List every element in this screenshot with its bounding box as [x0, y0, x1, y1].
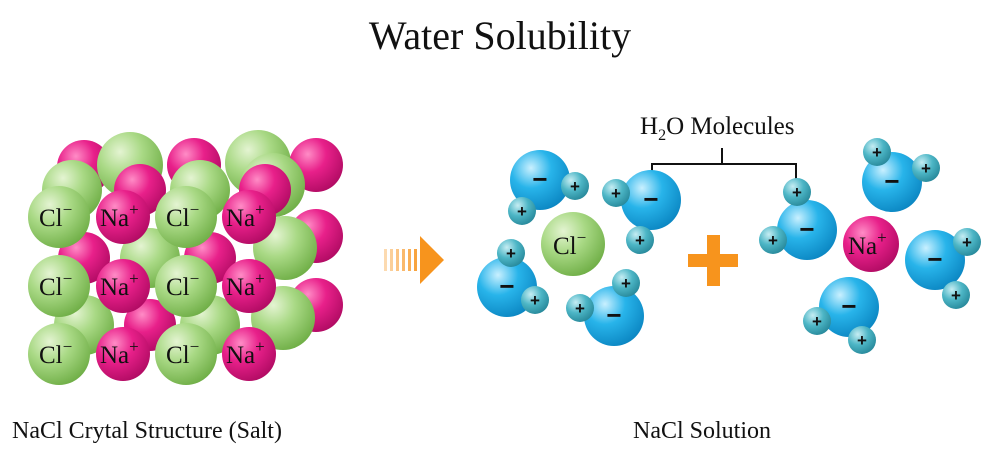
water-molecule: −++	[905, 228, 981, 309]
positive-charge-label: +	[768, 231, 778, 250]
chloride-ion	[155, 323, 217, 385]
hydrogen-atom	[497, 239, 525, 267]
negative-charge-label: −	[606, 300, 621, 330]
positive-charge-label: +	[635, 231, 645, 250]
sodium-ion	[843, 216, 899, 272]
positive-charge-label: +	[857, 331, 867, 350]
hydrogen-atom	[783, 178, 811, 206]
sodium-ion	[96, 190, 150, 244]
chloride-label: Cl−	[166, 200, 199, 232]
oxygen-atom	[905, 230, 965, 290]
water-molecule: −+ +	[803, 277, 879, 354]
hydrogen-atom	[508, 197, 536, 225]
sodium-label: Na+	[100, 200, 139, 232]
h2o-bracket	[651, 163, 797, 180]
positive-charge-label: +	[575, 299, 585, 318]
hydrogen-atom	[561, 172, 589, 200]
chloride-label: Cl−	[553, 228, 586, 260]
sodium-label: Na+	[100, 269, 139, 301]
chloride-ion	[155, 186, 217, 248]
positive-charge-label: +	[792, 183, 802, 202]
hydrogen-atom	[566, 294, 594, 322]
sodium-ion	[96, 259, 150, 313]
sodium-ion	[222, 259, 276, 313]
chloride-ion-solution: Cl−	[541, 212, 605, 276]
plus-sign-icon	[688, 235, 738, 286]
negative-charge-label: −	[799, 214, 814, 244]
hydrogen-atom	[803, 307, 831, 335]
negative-charge-label: −	[643, 184, 658, 214]
oxygen-atom	[777, 200, 837, 260]
sodium-label: Na+	[226, 337, 265, 369]
chloride-label: Cl−	[39, 269, 72, 301]
water-molecule: −++	[862, 138, 940, 212]
positive-charge-label: +	[621, 274, 631, 293]
positive-charge-label: +	[872, 143, 882, 162]
hydrogen-atom	[759, 226, 787, 254]
positive-charge-label: +	[517, 202, 527, 221]
oxygen-atom	[819, 277, 879, 337]
chloride-ion	[28, 323, 90, 385]
positive-charge-label: +	[812, 312, 822, 331]
positive-charge-label: +	[570, 177, 580, 196]
crystal-caption: NaCl Crytal Structure (Salt)	[12, 418, 282, 444]
hydrogen-atom	[863, 138, 891, 166]
positive-charge-label: +	[530, 291, 540, 310]
water-molecule: −++	[508, 150, 589, 225]
sodium-label: Na+	[226, 269, 265, 301]
chloride-ion	[28, 186, 90, 248]
crystal-lattice: Cl− Na+ Cl− Na+ Cl− Na+ Cl− Na+ Cl− Na+ …	[28, 130, 343, 385]
positive-charge-label: +	[611, 184, 621, 203]
hydrogen-atom	[912, 154, 940, 182]
hydrogen-atom	[602, 179, 630, 207]
chloride-label: Cl−	[166, 269, 199, 301]
h2o-molecules-label: H2O Molecules	[640, 113, 795, 144]
sodium-ion-solution: Na+	[843, 216, 899, 272]
chloride-ion	[28, 255, 90, 317]
hydrogen-atom	[953, 228, 981, 256]
negative-charge-label: −	[499, 271, 514, 301]
sodium-label: Na+	[226, 200, 265, 232]
water-molecules: −++−++−++−++−++−++−++−++	[477, 138, 981, 354]
negative-charge-label: −	[841, 291, 856, 321]
chloride-label: Cl−	[39, 200, 72, 232]
hydrogen-atom	[521, 286, 549, 314]
water-molecule: −++	[566, 269, 644, 346]
hydrogen-atom	[612, 269, 640, 297]
sodium-ion	[96, 327, 150, 381]
hydrogen-atom	[626, 226, 654, 254]
dissolve-arrow-icon	[384, 236, 444, 284]
chloride-label: Cl−	[166, 337, 199, 369]
positive-charge-label: +	[951, 286, 961, 305]
sodium-label: Na+	[848, 228, 887, 260]
positive-charge-label: +	[921, 159, 931, 178]
oxygen-atom	[510, 150, 570, 210]
hydrogen-atom	[942, 281, 970, 309]
negative-charge-label: −	[532, 164, 547, 194]
oxygen-atom	[584, 286, 644, 346]
positive-charge-label: +	[506, 244, 516, 263]
sodium-ion	[222, 327, 276, 381]
water-molecule: −++	[477, 239, 549, 317]
negative-charge-label: −	[927, 244, 942, 274]
hydrogen-atom	[848, 326, 876, 354]
sodium-ion	[222, 190, 276, 244]
page-title: Water Solubility	[368, 13, 632, 58]
chloride-ion	[155, 255, 217, 317]
chloride-label: Cl−	[39, 337, 72, 369]
crystal-back-layer	[57, 130, 343, 350]
crystal-front-layer: Cl− Na+ Cl− Na+ Cl− Na+ Cl− Na+ Cl− Na+ …	[28, 186, 276, 385]
solution-caption: NaCl Solution	[633, 418, 772, 444]
water-molecule: − + +	[759, 178, 837, 260]
oxygen-atom	[621, 170, 681, 230]
oxygen-atom	[862, 152, 922, 212]
water-molecule: − + +	[602, 170, 681, 254]
sodium-label: Na+	[100, 337, 139, 369]
chloride-ion	[541, 212, 605, 276]
positive-charge-label: +	[962, 233, 972, 252]
negative-charge-label: −	[884, 166, 899, 196]
